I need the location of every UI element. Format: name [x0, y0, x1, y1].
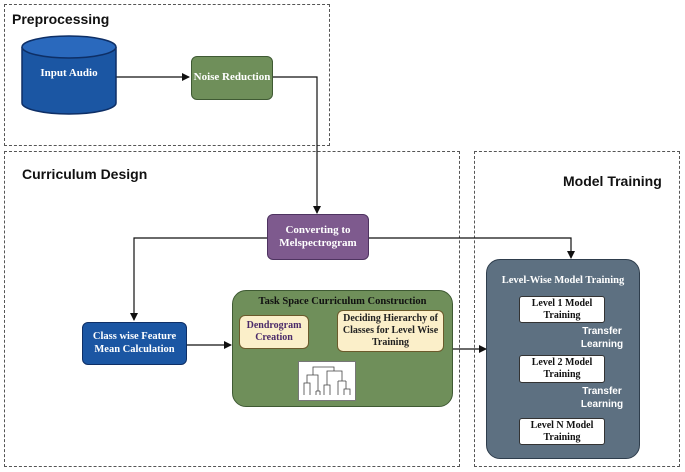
transfer-1-line2: Learning: [580, 338, 624, 350]
preprocessing-title: Preprocessing: [12, 11, 110, 27]
transfer-2-line2: Learning: [580, 398, 624, 410]
level-n-label-line1: Level N Model: [530, 419, 594, 431]
level-2-label-line2: Training: [543, 369, 581, 380]
melspectrogram-node: Converting to Melspectrogram: [267, 214, 369, 260]
arrow-mel-to-training: [368, 237, 575, 259]
preprocessing-section: [4, 4, 330, 146]
dendrogram-creation-node: Dendrogram Creation: [239, 315, 309, 349]
noise-reduction-node: Noise Reduction: [191, 56, 273, 100]
melspectrogram-label-line2: Melspectrogram: [279, 237, 357, 249]
level-1-training-node: Level 1 Model Training: [519, 296, 605, 323]
input-audio-label: Input Audio: [40, 67, 98, 79]
noise-reduction-label: Noise Reduction: [193, 71, 271, 84]
transfer-1-line1: Transfer: [582, 326, 622, 337]
hierarchy-label-line1: Deciding Hierarchy of: [343, 313, 438, 324]
level-n-training-node: Level N Model Training: [519, 418, 605, 445]
transfer-learning-label-2: Transfer Learning: [572, 386, 632, 411]
curriculum-design-section: [4, 151, 460, 467]
level-1-label-line1: Level 1 Model: [531, 297, 593, 309]
level-2-label-line1: Level 2 Model: [531, 357, 593, 368]
hierarchy-label-line2: Classes for Level Wise: [342, 325, 439, 336]
curriculum-construction-title: Task Space Curriculum Construction: [258, 296, 427, 307]
transfer-learning-label-1: Transfer Learning: [572, 326, 632, 351]
curriculum-design-title: Curriculum Design: [22, 166, 148, 182]
dendrogram-label-line2: Creation: [255, 332, 293, 343]
class-feature-mean-node: Class wise Feature Mean Calculation: [82, 322, 187, 365]
level-1-label-line2: Training: [543, 309, 581, 321]
hierarchy-label-line3: Training: [371, 337, 410, 348]
arrow-mel-to-class: [130, 237, 268, 321]
level-wise-training-title: Level-Wise Model Training: [501, 275, 625, 286]
arrow-noise-to-mel: [272, 76, 321, 214]
dendrogram-label-line1: Dendrogram: [246, 320, 302, 331]
model-training-section: [474, 151, 680, 467]
database-cylinder-icon: [21, 35, 117, 115]
dendrogram-icon: [298, 361, 356, 401]
transfer-2-line1: Transfer: [582, 386, 622, 397]
level-2-training-node: Level 2 Model Training: [519, 355, 605, 383]
class-feature-label-line2: Mean Calculation: [94, 343, 175, 355]
level-n-label-line2: Training: [543, 431, 581, 443]
class-feature-label-line1: Class wise Feature: [92, 330, 177, 342]
hierarchy-decision-node: Deciding Hierarchy of Classes for Level …: [337, 310, 444, 352]
model-training-title: Model Training: [563, 173, 662, 189]
melspectrogram-label-line1: Converting to: [285, 223, 351, 236]
